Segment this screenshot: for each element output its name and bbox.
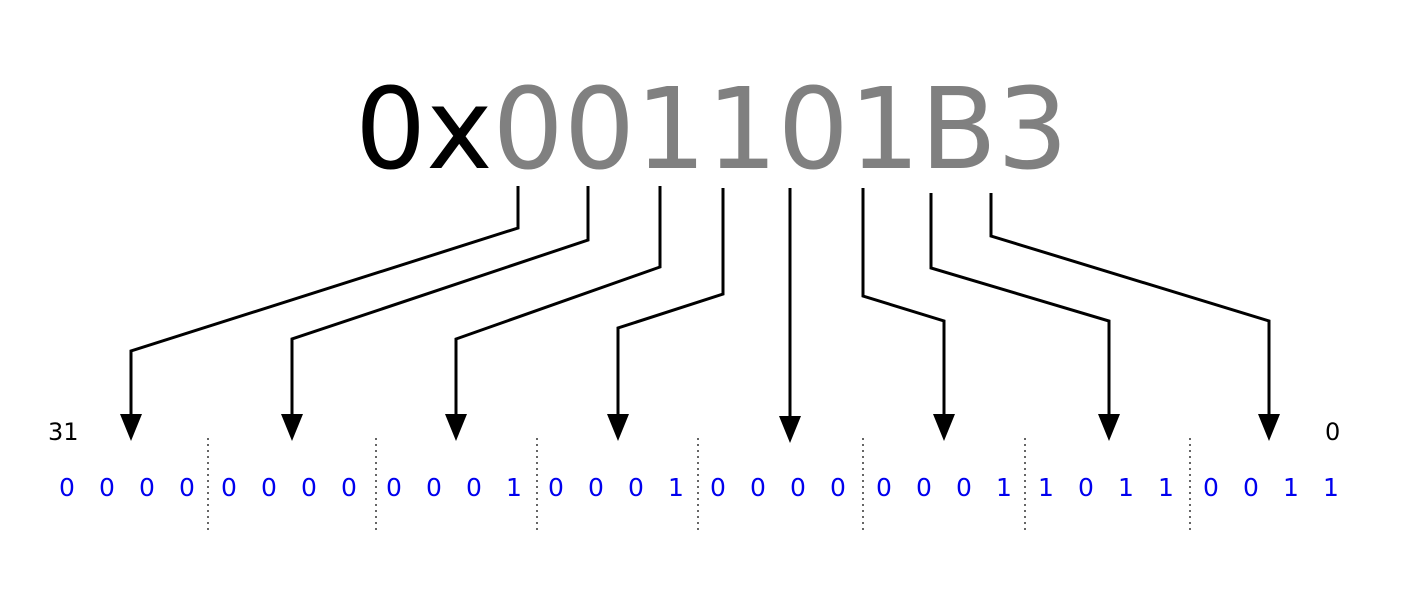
bit-value: 0: [341, 473, 357, 502]
bit-value: 1: [1323, 473, 1339, 502]
bit-value: 0: [588, 473, 604, 502]
hex-digit: 1: [849, 65, 920, 195]
bit-value: 0: [916, 473, 932, 502]
arrow-nibble-6: [281, 186, 590, 441]
bit-value: 1: [1038, 473, 1054, 502]
arrow-nibble-4: [607, 188, 725, 441]
bit-value: 0: [1078, 473, 1094, 502]
bit-value: 0: [830, 473, 846, 502]
svg-text:0x001101B3: 0x001101B3: [355, 65, 1068, 195]
bit-label-msb: 31: [48, 418, 79, 446]
bit-value: 0: [301, 473, 317, 502]
bit-value: 0: [386, 473, 402, 502]
hex-prefix: 0x: [355, 65, 493, 195]
hex-digit: 0: [564, 65, 635, 195]
bit-value: 0: [59, 473, 75, 502]
mapping-arrows: [120, 186, 1280, 443]
bit-value: 0: [1203, 473, 1219, 502]
arrow-nibble-2: [861, 188, 955, 441]
hex-digit: 0: [778, 65, 849, 195]
bit-value: 0: [790, 473, 806, 502]
hex-digit: B: [920, 65, 997, 195]
bit-value: 0: [261, 473, 277, 502]
bit-value: 0: [179, 473, 195, 502]
bit-value: 0: [750, 473, 766, 502]
hex-value: 0x001101B3: [355, 65, 1068, 195]
nibble-dividers: [207, 438, 1191, 532]
bit-value: 0: [221, 473, 237, 502]
bit-value: 0: [99, 473, 115, 502]
hex-digit: 0: [493, 65, 564, 195]
bit-value: 0: [466, 473, 482, 502]
bit-value: 1: [1283, 473, 1299, 502]
bit-value: 0: [628, 473, 644, 502]
bit-value: 0: [426, 473, 442, 502]
bit-label-lsb: 0: [1325, 418, 1340, 446]
bit-value: 0: [710, 473, 726, 502]
arrow-nibble-0: [989, 193, 1280, 441]
arrow-nibble-1: [929, 193, 1120, 441]
arrow-nibble-5: [445, 186, 662, 441]
bit-value: 1: [996, 473, 1012, 502]
bit-value: 0: [1243, 473, 1259, 502]
bit-value: 1: [1158, 473, 1174, 502]
arrow-nibble-3: [779, 188, 801, 443]
bit-value: 0: [876, 473, 892, 502]
bit-value: 1: [1118, 473, 1134, 502]
bit-value: 1: [506, 473, 522, 502]
bit-value: 1: [668, 473, 684, 502]
hex-digit: 1: [706, 65, 777, 195]
bit-value: 0: [139, 473, 155, 502]
hex-digit: 3: [997, 65, 1068, 195]
bit-value: 0: [956, 473, 972, 502]
arrow-nibble-7: [120, 186, 520, 441]
bit-value: 0: [548, 473, 564, 502]
hex-digit: 1: [635, 65, 706, 195]
